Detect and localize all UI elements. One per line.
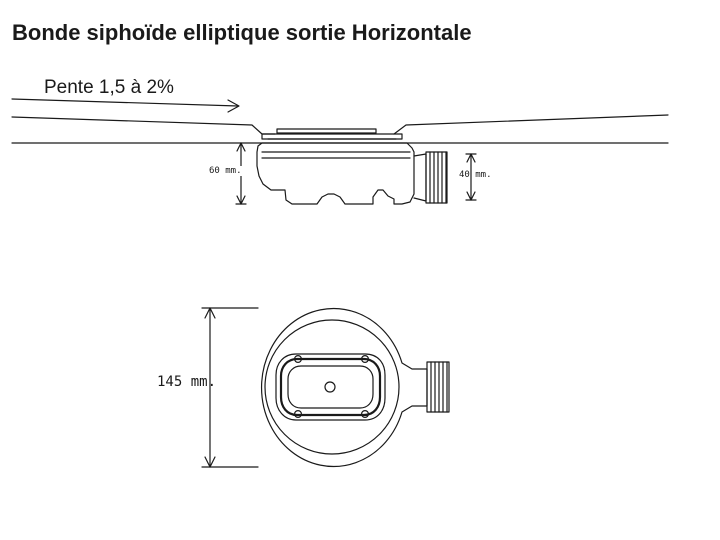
outlet-diameter-label: 40 mm. [459,170,492,180]
grate-frame-inner [281,359,380,415]
top-view [202,308,449,467]
outlet-threads [427,362,449,412]
side-view [12,99,668,204]
screw-hole-bottom-left [295,411,302,418]
drain-body-outline [262,309,427,467]
floor-surface [12,115,668,134]
grate-plate [288,366,373,408]
screw-hole-bottom-right [362,411,369,418]
height-label: 60 mm. [209,166,242,176]
diameter-dimension [202,308,258,467]
outlet-dimension [466,154,476,200]
trap-body [257,143,414,204]
diagram-title: Bonde siphoïde elliptique sortie Horizon… [12,20,472,45]
slope-label: Pente 1,5 à 2% [44,77,174,98]
drain-grate [262,129,402,139]
grate-centre-hole [325,382,335,392]
height-dimension [236,143,246,204]
drain-inner-rim [265,320,399,454]
outlet-pipe [414,152,447,203]
screw-hole-top-right [362,356,369,363]
diameter-label: 145 mm. [157,374,217,390]
screw-hole-top-left [295,356,302,363]
grate-frame-outer [276,354,385,420]
slope-arrow [12,99,239,112]
